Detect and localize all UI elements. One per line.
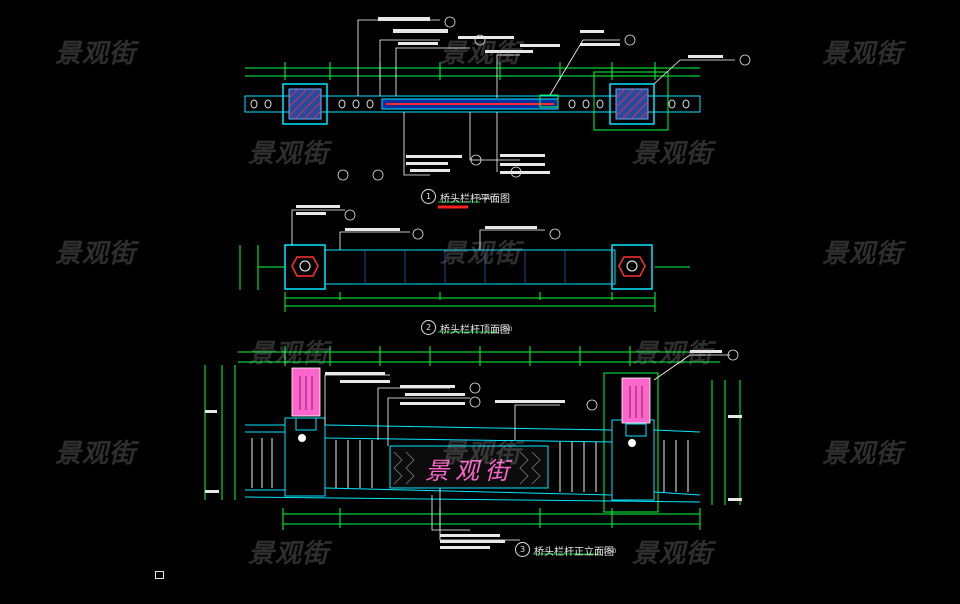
view-2-top <box>239 205 690 312</box>
view-3-scale: 1:50 <box>603 548 617 555</box>
view-3-elevation <box>204 346 742 549</box>
plan-detail-callout <box>593 71 669 131</box>
elevation-sign-panel <box>389 445 549 489</box>
plan-note-bars <box>378 17 723 174</box>
elevation-post-left-cap <box>291 367 321 442</box>
view-1-number: 1 <box>421 189 436 204</box>
plan-symbols <box>337 16 751 181</box>
top-post-right <box>611 244 653 290</box>
top-rail <box>324 249 616 285</box>
elevation-post-right-cap <box>621 377 651 447</box>
plan-leaders <box>357 19 735 176</box>
plan-post-left <box>282 83 328 125</box>
view-1-title: 桥头栏杆平面图 <box>440 194 510 205</box>
view-2-title: 桥头栏杆顶面图 <box>440 325 510 336</box>
view-2-scale: 1:50 <box>499 326 513 333</box>
top-post-left <box>284 244 326 290</box>
view-3-number: 3 <box>515 542 530 557</box>
view-3-title: 桥头栏杆正立面图 <box>534 547 614 558</box>
plan-balustrade-strip <box>244 95 701 113</box>
plan-baluster-ovals <box>250 99 690 109</box>
elevation-sign-text: 景观街 <box>425 457 515 485</box>
plan-top-dimensions <box>245 62 700 80</box>
view-1-plan <box>244 16 751 181</box>
view-1-scale: 1:50 <box>478 195 492 202</box>
view-2-number: 2 <box>421 320 436 335</box>
ucs-corner-box[interactable] <box>155 571 164 579</box>
plan-post-right <box>609 83 655 125</box>
